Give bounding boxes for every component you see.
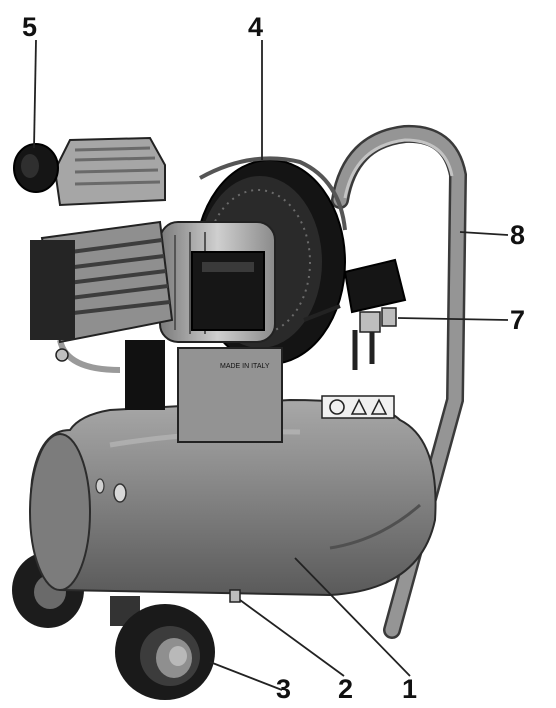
motor-body — [159, 221, 276, 343]
made-in-plate: MADE IN ITALY — [177, 347, 283, 443]
front-wheel — [110, 596, 215, 700]
leader-7 — [397, 317, 509, 321]
leader-2 — [239, 599, 345, 677]
drain-valve — [229, 589, 241, 603]
leader-8 — [459, 231, 509, 236]
made-in-label: MADE IN ITALY — [220, 363, 270, 370]
callout-3: 3 — [276, 674, 292, 704]
leader-lines — [33, 39, 509, 691]
pressure-switch — [303, 258, 407, 370]
cylinder — [30, 220, 174, 362]
leader-5 — [33, 39, 37, 149]
callout-4: 4 — [248, 12, 264, 42]
callout-2: 2 — [338, 674, 354, 704]
callout-7: 7 — [510, 305, 526, 335]
leader-1 — [294, 557, 411, 677]
callout-5: 5 — [22, 12, 38, 42]
cylinder-head — [13, 136, 166, 207]
leader-3 — [209, 661, 283, 691]
pump-support — [57, 339, 165, 410]
callout-8: 8 — [510, 220, 526, 250]
callout-1: 1 — [402, 674, 418, 704]
handle — [331, 124, 468, 639]
